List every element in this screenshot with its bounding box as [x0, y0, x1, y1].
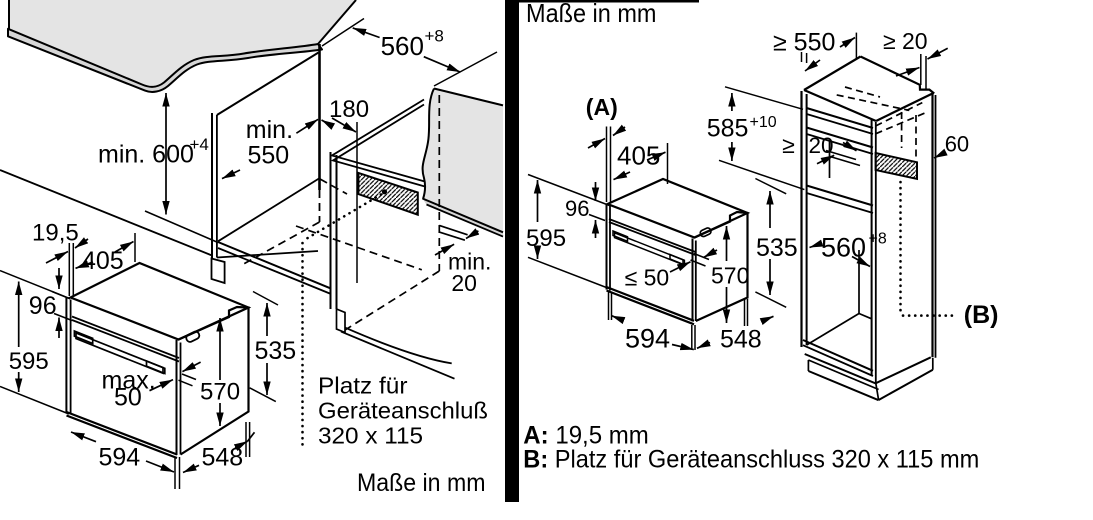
- svg-text:B: Platz für Geräteanschluss 3: B: Platz für Geräteanschluss 320 x 115 m…: [523, 446, 979, 474]
- svg-text:max.: max.: [102, 367, 156, 395]
- svg-text:A: 19,5 mm: A: 19,5 mm: [523, 422, 649, 450]
- svg-text:+10: +10: [750, 114, 777, 131]
- svg-text:96: 96: [565, 196, 589, 221]
- svg-text:min.: min.: [246, 116, 293, 144]
- svg-text:(B): (B): [964, 301, 999, 329]
- svg-text:560: 560: [821, 233, 866, 263]
- svg-text:≤ 50: ≤ 50: [625, 265, 670, 291]
- svg-text:585: 585: [707, 115, 749, 143]
- svg-text:20: 20: [451, 270, 477, 296]
- svg-text:560: 560: [381, 31, 424, 61]
- svg-text:595: 595: [526, 225, 566, 252]
- svg-text:535: 535: [255, 337, 297, 365]
- svg-text:Maße in mm: Maße in mm: [526, 0, 657, 28]
- svg-text:+8: +8: [869, 231, 887, 248]
- svg-text:570: 570: [711, 263, 749, 289]
- svg-text:Maße in mm: Maße in mm: [357, 469, 486, 497]
- svg-text:570: 570: [200, 379, 240, 406]
- svg-text:19,5: 19,5: [32, 220, 79, 247]
- svg-text:548: 548: [720, 326, 762, 354]
- svg-text:550: 550: [248, 142, 290, 170]
- svg-text:+8: +8: [425, 27, 444, 46]
- svg-text:≥ 550: ≥ 550: [773, 29, 835, 57]
- svg-text:Geräteanschluß: Geräteanschluß: [318, 398, 488, 424]
- svg-text:+4: +4: [190, 135, 209, 154]
- svg-text:20: 20: [809, 133, 834, 158]
- svg-text:≥ 20: ≥ 20: [883, 28, 928, 54]
- svg-text:180: 180: [329, 96, 369, 123]
- svg-text:50: 50: [114, 384, 142, 412]
- svg-text:Platz für: Platz für: [318, 373, 408, 399]
- svg-text:594: 594: [99, 444, 141, 472]
- svg-text:60: 60: [945, 132, 969, 157]
- svg-text:≥: ≥: [782, 132, 795, 158]
- svg-text:min.: min.: [448, 249, 491, 275]
- svg-text:320 x 115: 320 x 115: [318, 423, 423, 449]
- svg-text:(A): (A): [586, 94, 618, 120]
- svg-text:min. 600: min. 600: [98, 141, 194, 169]
- svg-text:405: 405: [617, 141, 660, 171]
- svg-text:594: 594: [625, 324, 670, 354]
- svg-text:595: 595: [9, 348, 49, 375]
- svg-text:535: 535: [756, 234, 798, 262]
- svg-text:96: 96: [29, 292, 57, 320]
